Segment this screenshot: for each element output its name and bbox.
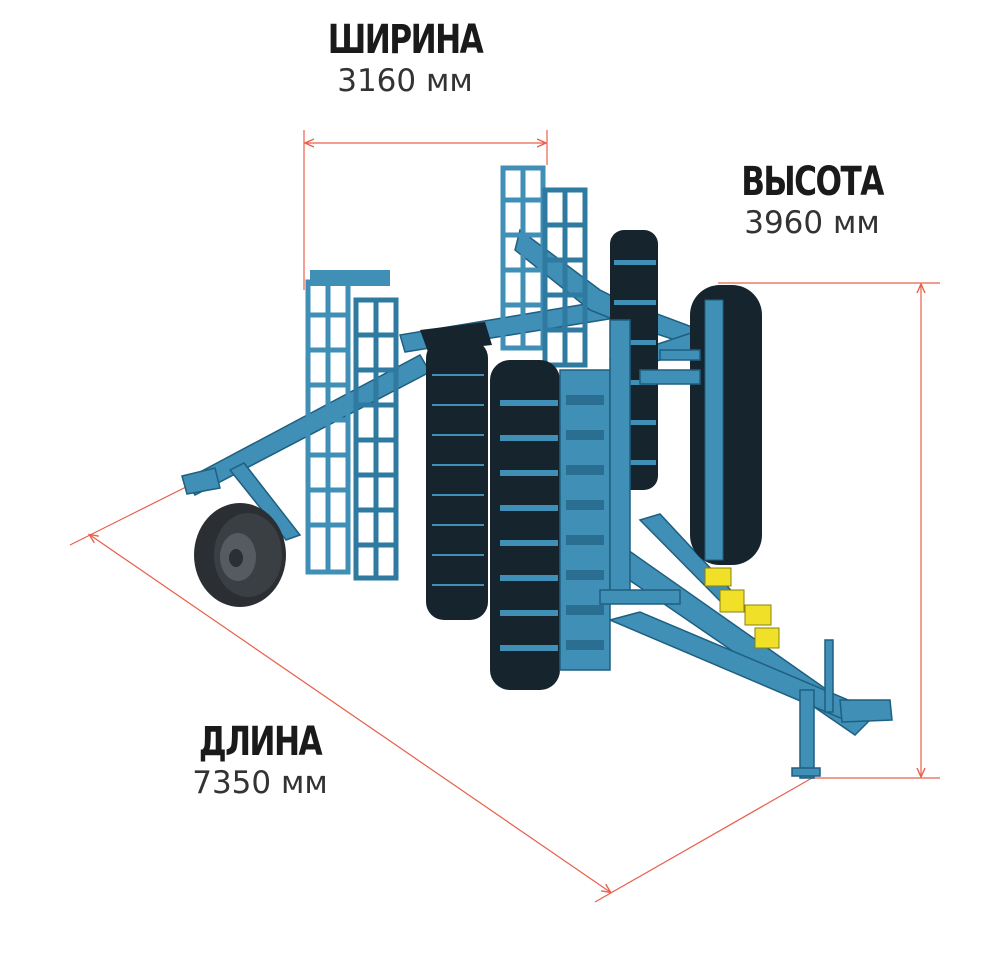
disc-gang-rear-right — [690, 285, 762, 565]
width-label: ШИРИНА 3160 мм — [300, 18, 510, 100]
disc-gang-front-right — [490, 360, 611, 690]
cage-roller-raised-2 — [542, 187, 588, 368]
width-dimension-line — [303, 130, 548, 290]
length-value: 7350 мм — [192, 765, 328, 801]
height-dimension-line — [718, 282, 940, 779]
transport-wheel — [194, 503, 286, 607]
height-label: ВЫСОТА 3960 мм — [712, 160, 912, 242]
height-value: 3960 мм — [744, 205, 880, 241]
length-label: ДЛИНА 7350 мм — [160, 720, 360, 802]
height-title: ВЫСОТА — [741, 159, 884, 205]
cage-roller-left-2 — [353, 297, 399, 581]
disc-gang-front-left — [420, 322, 492, 620]
length-title: ДЛИНА — [198, 719, 323, 765]
central-frame — [599, 319, 701, 605]
width-title: ШИРИНА — [327, 17, 484, 63]
roller-bracket — [310, 270, 390, 286]
width-value: 3160 мм — [337, 63, 473, 99]
yellow-hydraulic-parts — [704, 567, 780, 649]
